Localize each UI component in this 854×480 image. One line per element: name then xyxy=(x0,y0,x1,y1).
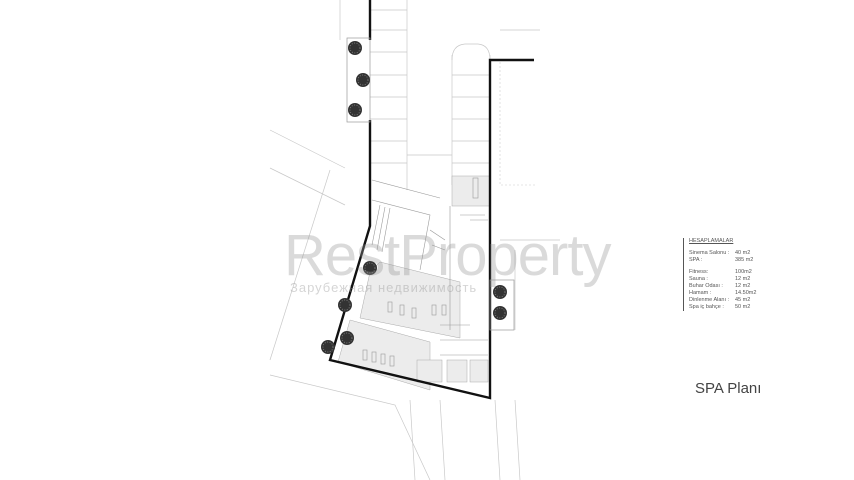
calc-value: 14.50m2 xyxy=(735,290,757,296)
tree-icon xyxy=(356,73,370,87)
calc-label: Spa iç bahçe : xyxy=(689,304,724,310)
calc-value: 385 m2 xyxy=(735,257,754,263)
plan-title: SPA Planı xyxy=(695,380,762,397)
calc-label: SPA : xyxy=(689,257,703,263)
interior-walls xyxy=(362,177,488,367)
tree-icon xyxy=(340,331,354,345)
dashed-boundary xyxy=(499,62,535,186)
calc-row: SPA : 385 m2 xyxy=(689,257,799,264)
walls xyxy=(328,0,534,400)
calc-row: Fitness: 100m2 xyxy=(689,269,799,276)
watermark-tagline: Зарубежная недвижимость xyxy=(290,280,478,295)
calc-label: Hamam : xyxy=(689,290,712,296)
calculations-panel: HESAPLAMALAR Sinema Salonu : 40 m2 SPA : 38… xyxy=(683,238,799,311)
watermark-logo: RestProperty xyxy=(284,223,611,288)
calc-row: Buhar Odası : 12 m2 xyxy=(689,283,799,290)
calc-value: 12 m2 xyxy=(735,283,751,289)
room-fills xyxy=(337,175,491,391)
calc-label: Sauna : xyxy=(689,276,708,282)
trees xyxy=(321,41,507,354)
tree-icon xyxy=(348,41,362,55)
calc-value: 50 m2 xyxy=(735,304,751,310)
tree-icon xyxy=(348,103,362,117)
calc-value: 100m2 xyxy=(735,269,752,275)
calc-value: 12 m2 xyxy=(735,276,751,282)
calc-row: Dinlenme Alanı : 45 m2 xyxy=(689,297,799,304)
tree-icon xyxy=(493,285,507,299)
calc-label: Fitness: xyxy=(689,269,709,275)
calculations-heading: HESAPLAMALAR xyxy=(689,238,734,244)
calc-row: Sinema Salonu : 40 m2 xyxy=(689,250,799,257)
calc-value: 40 m2 xyxy=(735,250,751,256)
calc-label: Dinlenme Alanı : xyxy=(689,297,730,303)
tree-icon xyxy=(338,298,352,312)
tree-icon xyxy=(363,261,377,275)
calc-row: Sauna : 12 m2 xyxy=(689,276,799,283)
tree-icon xyxy=(493,306,507,320)
tree-icon xyxy=(321,340,335,354)
calc-label: Sinema Salonu : xyxy=(689,250,730,256)
calc-label: Buhar Odası : xyxy=(689,283,723,289)
calc-row: Spa iç bahçe : 50 m2 xyxy=(689,304,799,311)
calc-value: 45 m2 xyxy=(735,297,751,303)
calc-row: Hamam : 14.50m2 xyxy=(689,290,799,297)
